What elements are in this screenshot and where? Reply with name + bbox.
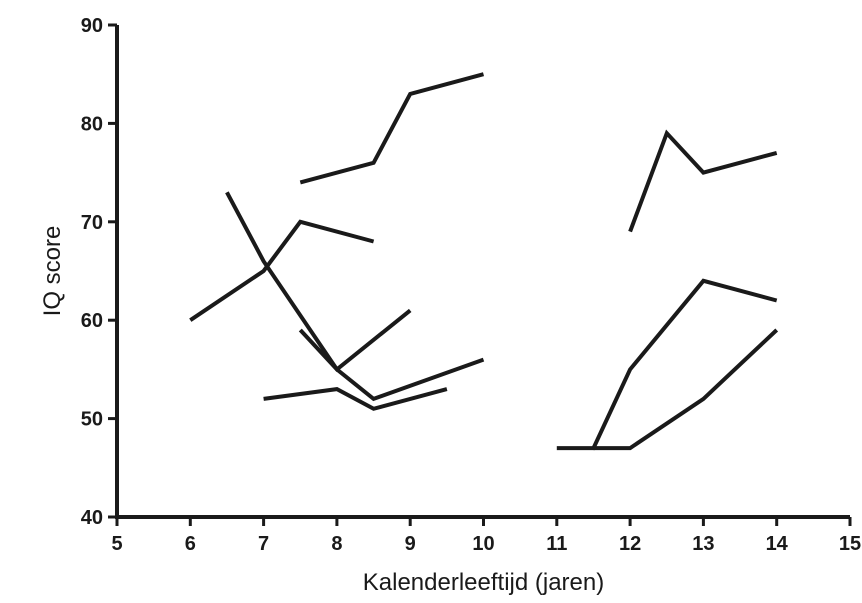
x-tick-label: 5 xyxy=(111,533,122,555)
y-axis-title: IQ score xyxy=(39,226,66,317)
x-tick-label: 15 xyxy=(839,533,861,555)
x-tick-label: 14 xyxy=(766,533,789,555)
x-tick-label: 10 xyxy=(472,533,494,555)
y-tick-label: 70 xyxy=(81,212,103,234)
axes-layer xyxy=(115,25,850,519)
x-tick-label: 9 xyxy=(405,533,416,555)
series-line-3 xyxy=(225,191,485,402)
series-line-6 xyxy=(628,129,778,233)
y-tick-label: 60 xyxy=(81,310,103,332)
y-tick-label: 50 xyxy=(81,409,103,431)
y-tick-label: 90 xyxy=(81,15,103,37)
x-tick-label: 7 xyxy=(258,533,269,555)
series-line-4 xyxy=(298,308,412,373)
x-tick-label: 12 xyxy=(619,533,641,555)
x-tick-label: 11 xyxy=(546,533,567,555)
x-tick-label: 6 xyxy=(185,533,196,555)
series-line-2 xyxy=(189,219,375,322)
x-tick-label: 8 xyxy=(331,533,342,555)
series-line-8 xyxy=(593,328,779,451)
y-tick-label: 40 xyxy=(81,507,103,529)
series-layer xyxy=(189,72,779,451)
x-axis-title: Kalenderleeftijd (jaren) xyxy=(363,569,604,596)
series-line-1 xyxy=(299,72,485,185)
ticks-layer: 5 6 7 8 9 10 11 12 13 14 15 40 50 60 70 80 90 xyxy=(81,15,861,555)
series-line-5 xyxy=(263,387,448,411)
y-tick-label: 80 xyxy=(81,113,103,135)
x-tick-label: 13 xyxy=(692,533,714,555)
series-line-7 xyxy=(556,278,778,451)
